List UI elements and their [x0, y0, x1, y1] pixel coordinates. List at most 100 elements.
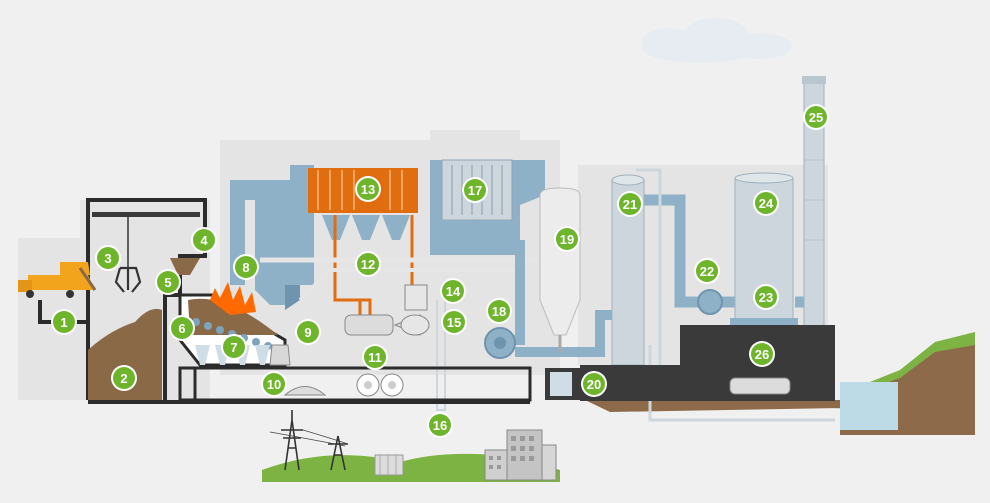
marker-9-dot [297, 321, 319, 343]
marker-3-dot [97, 247, 119, 269]
marker-6-dot [171, 317, 193, 339]
marker-8: 8 [233, 254, 259, 280]
marker-7-label: 7 [230, 340, 237, 355]
marker-23-dot [755, 286, 777, 308]
marker-24-label: 24 [759, 196, 774, 211]
marker-1: 1 [51, 309, 77, 335]
marker-14: 14 [440, 278, 466, 304]
marker-10: 10 [261, 371, 287, 397]
ground [585, 332, 975, 435]
marker-11: 11 [362, 344, 388, 370]
marker-20-label: 20 [587, 377, 601, 392]
crane-grab-icon [114, 266, 142, 293]
marker-3-label: 3 [104, 251, 111, 266]
marker-18: 18 [486, 298, 512, 324]
marker-6: 6 [169, 315, 195, 341]
marker-24-dot [755, 192, 777, 214]
marker-19-label: 19 [560, 232, 574, 247]
marker-17-dot [464, 179, 486, 201]
power-pylon-icon [281, 410, 348, 471]
turbine-generator [344, 284, 446, 411]
marker-13-dot [357, 178, 379, 200]
marker-5-label: 5 [164, 275, 171, 290]
marker-20-dot [583, 373, 605, 395]
markers-layer: 1234567891011121314151617181920212223242… [51, 104, 829, 438]
marker-16-dot [429, 414, 451, 436]
furnace [178, 282, 291, 367]
marker-14-dot [442, 280, 464, 302]
marker-19-dot [556, 228, 578, 250]
city-buildings-icon [484, 429, 557, 481]
marker-4-label: 4 [200, 233, 208, 248]
marker-8-label: 8 [242, 260, 249, 275]
marker-12-dot [357, 253, 379, 275]
marker-15-label: 15 [447, 315, 461, 330]
marker-7: 7 [221, 334, 247, 360]
marker-24: 24 [753, 190, 779, 216]
marker-26-label: 26 [755, 347, 769, 362]
fire-icon [210, 282, 256, 315]
transformer-icon [374, 454, 404, 476]
marker-23: 23 [753, 284, 779, 310]
marker-26: 26 [749, 341, 775, 367]
marker-3: 3 [95, 245, 121, 271]
marker-18-label: 18 [492, 304, 506, 319]
marker-21: 21 [617, 191, 643, 217]
garbage-truck-icon [18, 262, 97, 298]
heat-exchanger-icon [729, 377, 791, 395]
marker-8-dot [235, 256, 257, 278]
marker-9-label: 9 [304, 325, 311, 340]
marker-12-label: 12 [361, 257, 375, 272]
marker-13: 13 [355, 176, 381, 202]
silo [539, 187, 581, 352]
marker-2-label: 2 [120, 371, 127, 386]
marker-17: 17 [462, 177, 488, 203]
chimney [802, 76, 826, 331]
marker-22-dot [696, 260, 718, 282]
marker-17-label: 17 [468, 183, 482, 198]
marker-16-label: 16 [433, 418, 447, 433]
marker-12: 12 [355, 251, 381, 277]
marker-11-label: 11 [368, 350, 382, 365]
marker-7-dot [223, 336, 245, 358]
marker-21-dot [619, 193, 641, 215]
floor-line [88, 400, 530, 404]
marker-25-label: 25 [809, 110, 823, 125]
waste-pile [88, 308, 162, 400]
marker-10-label: 10 [267, 377, 281, 392]
marker-2: 2 [111, 365, 137, 391]
marker-1-label: 1 [60, 315, 67, 330]
induced-fan-icon [697, 289, 723, 315]
marker-25-dot [805, 106, 827, 128]
marker-5: 5 [155, 269, 181, 295]
marker-18-dot [488, 300, 510, 322]
water-basin [840, 382, 898, 430]
marker-10-dot [263, 373, 285, 395]
marker-2-dot [113, 367, 135, 389]
marker-20: 20 [581, 371, 607, 397]
marker-22-label: 22 [700, 264, 714, 279]
marker-26-dot [751, 343, 773, 365]
marker-23-label: 23 [759, 290, 773, 305]
marker-9: 9 [295, 319, 321, 345]
marker-16: 16 [427, 412, 453, 438]
marker-14-label: 14 [446, 284, 461, 299]
marker-15-dot [443, 311, 465, 333]
marker-4: 4 [191, 227, 217, 253]
marker-5-dot [157, 271, 179, 293]
marker-4-dot [193, 229, 215, 251]
marker-21-label: 21 [623, 197, 637, 212]
marker-22: 22 [694, 258, 720, 284]
power-grid-landscape [262, 410, 560, 482]
marker-6-label: 6 [178, 321, 185, 336]
marker-1-dot [53, 311, 75, 333]
marker-15: 15 [441, 309, 467, 335]
cloud [642, 18, 792, 63]
marker-11-dot [364, 346, 386, 368]
marker-25: 25 [803, 104, 829, 130]
marker-13-label: 13 [361, 182, 375, 197]
marker-19: 19 [554, 226, 580, 252]
rail-wagon-icon [550, 372, 572, 396]
